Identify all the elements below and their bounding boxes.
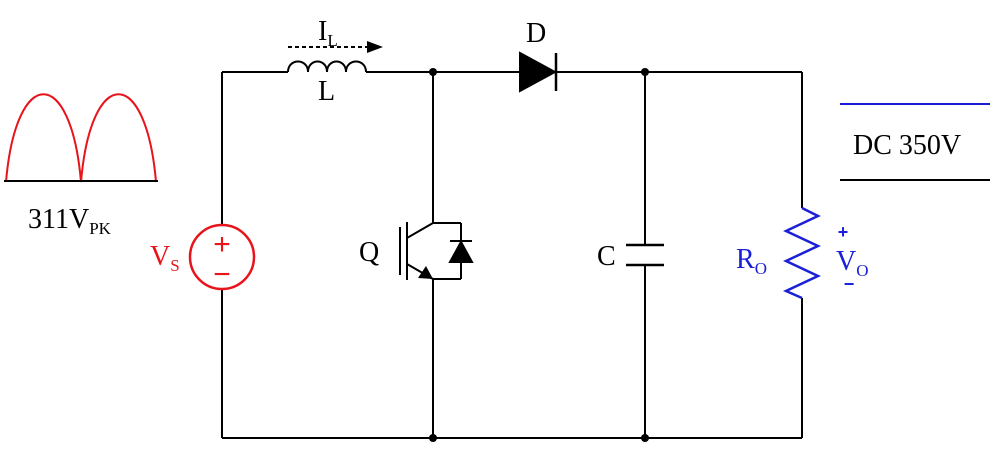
source-label: V [150, 241, 170, 272]
svg-text:VS: VS [150, 241, 180, 275]
svg-text:RO: RO [736, 244, 767, 278]
load-resistor: RO + VO − [736, 206, 869, 300]
igbt-switch: Q [359, 222, 474, 280]
resistor-zigzag-symbol [782, 206, 821, 300]
diode-label: D [526, 18, 546, 49]
output-dc-label: DC 350V [853, 130, 961, 161]
emitter-arrow-icon [418, 266, 433, 279]
junction-dot [641, 68, 649, 76]
junction-dot [429, 68, 437, 76]
arrowhead-icon [367, 41, 383, 53]
junction-dot [641, 434, 649, 442]
voltage-source-circle [188, 223, 256, 291]
inductor-current-label: I [318, 16, 327, 47]
svg-text:311VPK: 311VPK [28, 204, 112, 238]
load-label: R [736, 244, 755, 275]
input-waveform: 311VPK [4, 93, 158, 238]
junction-dot [429, 434, 437, 442]
source-minus-sign: − [213, 258, 231, 291]
capacitor: C [597, 241, 664, 272]
output-waveform: DC 350V [840, 103, 990, 181]
svg-text:VO: VO [836, 246, 869, 280]
rectified-sine-wave [5, 93, 157, 183]
igbt-collector-lead [406, 222, 434, 239]
source-plus-sign: + [213, 228, 231, 261]
inductor: IL L [287, 16, 383, 107]
wires [221, 71, 803, 439]
output-plus-sign: + [838, 222, 849, 242]
input-peak-subscript: PK [89, 219, 111, 238]
junctions [429, 68, 649, 442]
freewheel-diode-triangle [448, 239, 474, 263]
inductor-label: L [318, 76, 335, 107]
input-peak-label: 311V [28, 204, 89, 235]
inductor-coil-symbol [287, 60, 367, 73]
load-label-subscript: O [755, 259, 767, 278]
output-voltage-label: V [836, 246, 856, 277]
output-minus-sign: − [844, 274, 855, 294]
output-voltage-subscript: O [856, 261, 868, 280]
diode: D [519, 18, 558, 93]
source-label-subscript: S [170, 256, 179, 275]
voltage-source: + − VS [150, 223, 256, 291]
diode-triangle-symbol [519, 51, 558, 93]
svg-text:IL: IL [318, 16, 338, 50]
capacitor-label: C [597, 241, 616, 272]
switch-label: Q [359, 237, 379, 268]
inductor-current-subscript: L [327, 31, 337, 50]
